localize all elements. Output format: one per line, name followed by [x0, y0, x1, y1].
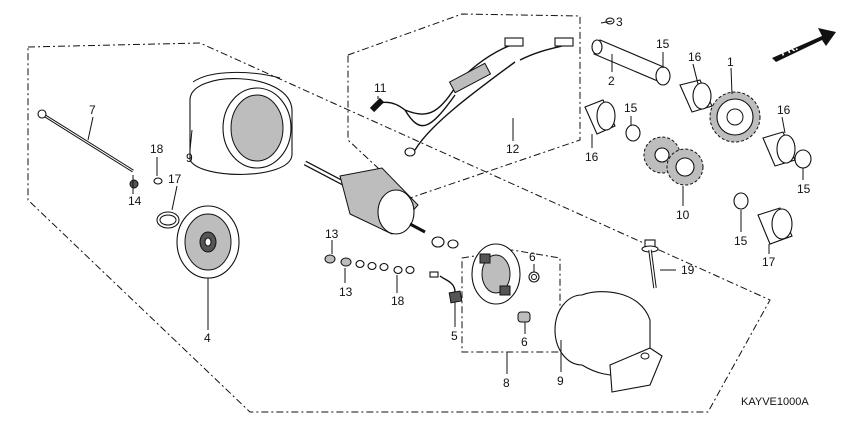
front-end-cover: [176, 205, 240, 279]
callout-6-bottom: 6: [521, 335, 528, 349]
callout-14: 14: [128, 194, 142, 208]
brush-spring-upper: [528, 271, 540, 283]
terminal-nut-set: [324, 254, 415, 275]
front-direction-arrow: FR.: [772, 28, 836, 62]
part-callouts: 7 14 18 17 9 4 13 13 18 5 6 6 8 9 11 12 …: [89, 15, 811, 390]
callout-4: 4: [204, 331, 211, 345]
callout-17-right: 17: [762, 255, 776, 269]
callout-5: 5: [451, 329, 458, 343]
needle-bearing-1: [679, 79, 713, 113]
callout-6-top: 6: [529, 250, 536, 264]
bolt-washer-part: [129, 179, 139, 189]
callout-16-right: 16: [777, 103, 791, 117]
starter-motor-assembly-outline: [27, 42, 771, 413]
callout-18-lower: 18: [391, 294, 405, 308]
callout-8: 8: [503, 376, 510, 390]
thrust-washer-1: [655, 66, 671, 86]
thrust-washer-2: [625, 124, 641, 142]
callout-15-bottom: 15: [734, 234, 748, 248]
callout-10: 10: [676, 208, 690, 222]
armature-washer-2: [447, 239, 459, 249]
callout-18: 18: [150, 142, 164, 156]
armature-washer-1: [431, 236, 445, 248]
brush-holder-part: [471, 243, 521, 305]
leader-lines: [87, 20, 804, 374]
countershaft-part: [591, 39, 667, 83]
reduction-gear-part: [709, 91, 761, 143]
callout-3: 3: [616, 15, 623, 29]
callout-11: 11: [374, 81, 387, 95]
thrust-washer-4: [733, 192, 749, 210]
callout-17: 17: [168, 172, 182, 186]
terminal-brush-part: [429, 271, 463, 304]
armature-part: [303, 160, 426, 235]
callout-15-left: 15: [624, 101, 638, 115]
brush-holder-group-outline: [461, 249, 561, 353]
needle-bearing-2: [584, 99, 616, 135]
front-direction-label: FR.: [779, 41, 800, 59]
callout-12: 12: [506, 142, 520, 156]
long-bolt-part: [37, 109, 134, 173]
callout-15-right: 15: [797, 182, 811, 196]
needle-bearing-3: [762, 131, 796, 167]
thrust-washer-3: [794, 149, 812, 169]
callout-1: 1: [727, 55, 734, 69]
callout-19: 19: [681, 263, 695, 277]
callout-16-left: 16: [585, 150, 599, 164]
idler-gear-part: [643, 136, 704, 186]
diagram-code: KAYVE1000A: [741, 396, 809, 408]
cable-group-outline: [347, 13, 581, 199]
yoke-housing: [189, 71, 293, 175]
callout-15-top: 15: [656, 37, 670, 51]
callout-13-bottom: 13: [339, 285, 353, 299]
callout-13-top: 13: [325, 227, 339, 241]
callout-2: 2: [608, 74, 615, 88]
callout-16-top: 16: [688, 50, 702, 64]
flange-bolt-part: [641, 239, 659, 289]
callout-7: 7: [89, 103, 96, 117]
idler-bearing-part: [757, 207, 793, 245]
starter-cable-part: [369, 37, 574, 157]
callout-9-top: 9: [186, 151, 193, 165]
rear-cover: [554, 291, 663, 393]
callout-9-bottom: 9: [557, 374, 564, 388]
brush-spring-lower: [517, 311, 531, 323]
small-washer-part: [153, 177, 163, 185]
